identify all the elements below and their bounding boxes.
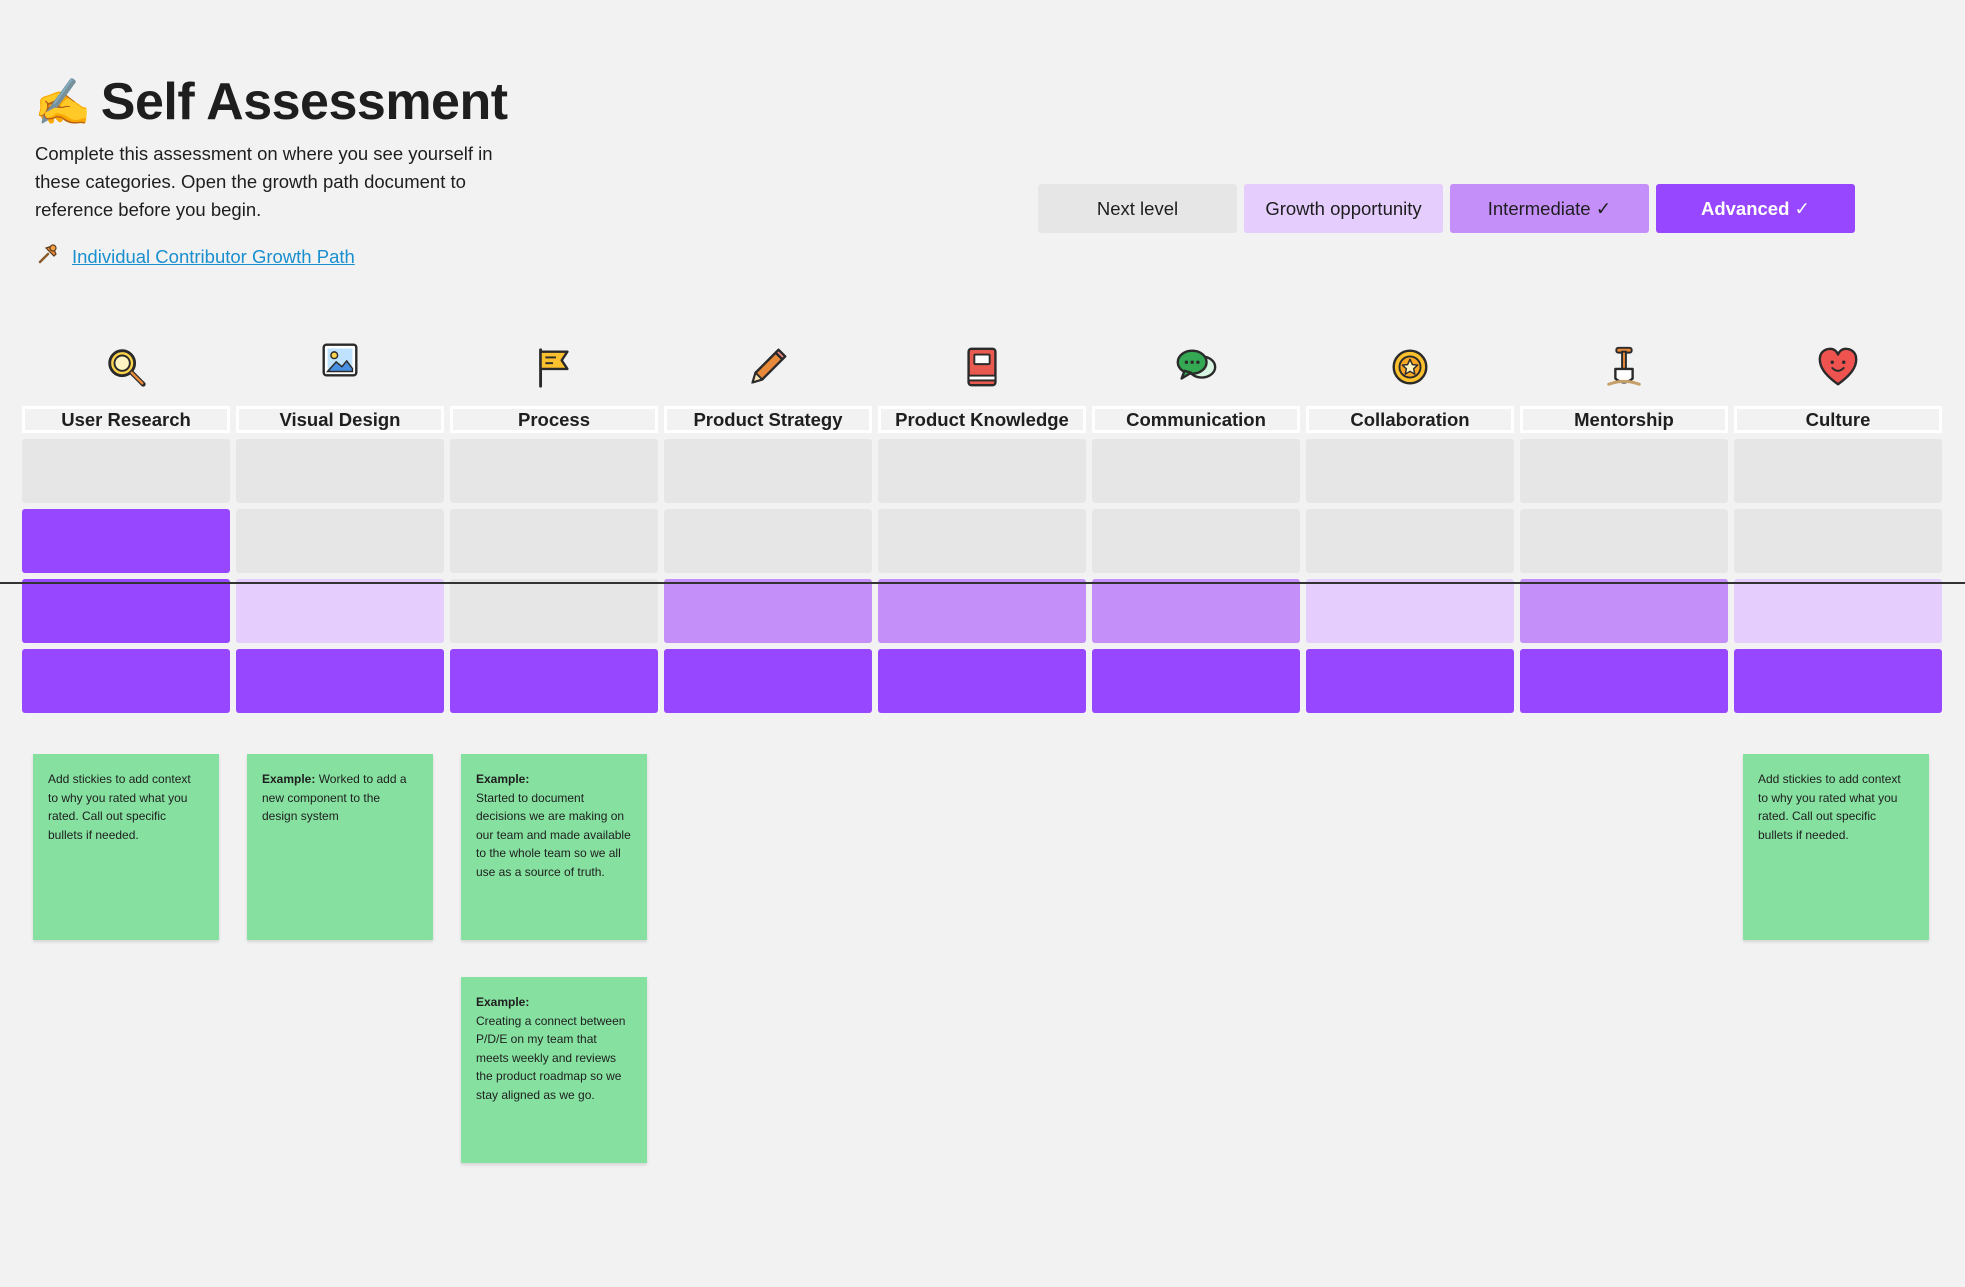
page-title-row: ✍️ Self Assessment — [34, 72, 508, 132]
rating-cell[interactable] — [236, 649, 444, 713]
rating-cell[interactable] — [1520, 579, 1728, 643]
column-product-knowledge: Product Knowledge — [878, 328, 1086, 719]
sticky-note[interactable]: Example:Started to document decisions we… — [461, 754, 647, 940]
column-visual-design: Visual Design — [236, 328, 444, 719]
rating-cell[interactable] — [878, 579, 1086, 643]
column-header: Product Strategy — [664, 406, 872, 433]
rating-cell[interactable] — [236, 579, 444, 643]
rating-cell[interactable] — [1306, 439, 1514, 503]
assessment-grid: User Research Visual Design Process — [22, 328, 1942, 719]
rating-cell[interactable] — [664, 649, 872, 713]
rating-cell[interactable] — [1734, 439, 1942, 503]
column-header: Product Knowledge — [878, 406, 1086, 433]
rating-cell[interactable] — [878, 509, 1086, 573]
column-communication: Communication — [1092, 328, 1300, 719]
legend-intermediate[interactable]: Intermediate ✓ — [1450, 184, 1649, 233]
legend-next-level[interactable]: Next level — [1038, 184, 1237, 233]
rating-cell[interactable] — [664, 439, 872, 503]
sticky-note[interactable]: Add stickies to add context to why you r… — [1743, 754, 1929, 940]
column-header: Culture — [1734, 406, 1942, 433]
column-header: User Research — [22, 406, 230, 433]
rating-cell[interactable] — [22, 509, 230, 573]
growth-path-link-row: Individual Contributor Growth Path — [36, 242, 355, 271]
rating-cell[interactable] — [1092, 649, 1300, 713]
legend-advanced[interactable]: Advanced ✓ — [1656, 184, 1855, 233]
rating-cell[interactable] — [664, 579, 872, 643]
column-culture: Culture — [1734, 328, 1942, 719]
rating-cell[interactable] — [22, 649, 230, 713]
rating-cell[interactable] — [664, 509, 872, 573]
rating-cell[interactable] — [1306, 649, 1514, 713]
speech-bubbles-icon — [1176, 349, 1217, 380]
rating-cell[interactable] — [450, 509, 658, 573]
level-divider-line — [0, 582, 1965, 584]
heart-icon — [1818, 347, 1858, 386]
pencil-icon — [751, 348, 787, 384]
rating-cell[interactable] — [236, 509, 444, 573]
picture-icon — [322, 343, 358, 377]
rating-cell[interactable] — [878, 649, 1086, 713]
rating-cell[interactable] — [1734, 579, 1942, 643]
book-icon — [967, 347, 997, 387]
rating-cell[interactable] — [1734, 509, 1942, 573]
shovel-icon — [1607, 346, 1641, 386]
rating-cell[interactable] — [1092, 509, 1300, 573]
column-collaboration: Collaboration — [1306, 328, 1514, 719]
rating-cell[interactable] — [1092, 579, 1300, 643]
legend: Next level Growth opportunity Intermedia… — [1038, 184, 1855, 233]
rating-cell[interactable] — [22, 439, 230, 503]
rating-cell[interactable] — [1734, 649, 1942, 713]
sticky-note[interactable]: Example:Creating a connect between P/D/E… — [461, 977, 647, 1163]
rating-cell[interactable] — [1520, 649, 1728, 713]
rating-cell[interactable] — [22, 579, 230, 643]
rating-cell[interactable] — [450, 579, 658, 643]
column-header: Visual Design — [236, 406, 444, 433]
column-header: Communication — [1092, 406, 1300, 433]
page-description: Complete this assessment on where you se… — [35, 143, 493, 220]
column-header: Mentorship — [1520, 406, 1728, 433]
rating-cell[interactable] — [450, 439, 658, 503]
rating-cell[interactable] — [1306, 579, 1514, 643]
sticky-note[interactable]: Add stickies to add context to why you r… — [33, 754, 219, 940]
rating-cell[interactable] — [1092, 439, 1300, 503]
rating-cell[interactable] — [450, 649, 658, 713]
legend-growth-opportunity[interactable]: Growth opportunity — [1244, 184, 1443, 233]
flag-icon — [539, 348, 569, 388]
column-mentorship: Mentorship — [1520, 328, 1728, 719]
column-header: Collaboration — [1306, 406, 1514, 433]
rating-cell[interactable] — [1306, 509, 1514, 573]
rating-cell[interactable] — [1520, 509, 1728, 573]
writing-hand-icon: ✍️ — [34, 76, 91, 128]
page-title: Self Assessment — [100, 73, 508, 131]
medal-icon — [1392, 349, 1428, 385]
rating-cell[interactable] — [878, 439, 1086, 503]
rating-cell[interactable] — [236, 439, 444, 503]
sticky-note[interactable]: Example: Worked to add a new component t… — [247, 754, 433, 940]
magnifying-glass-icon — [108, 349, 146, 387]
column-user-research: User Research — [22, 328, 230, 719]
rating-cell[interactable] — [1520, 439, 1728, 503]
growth-path-link[interactable]: Individual Contributor Growth Path — [72, 245, 355, 267]
pushpin-icon — [36, 242, 60, 271]
column-process: Process — [450, 328, 658, 719]
column-header: Process — [450, 406, 658, 433]
column-product-strategy: Product Strategy — [664, 328, 872, 719]
